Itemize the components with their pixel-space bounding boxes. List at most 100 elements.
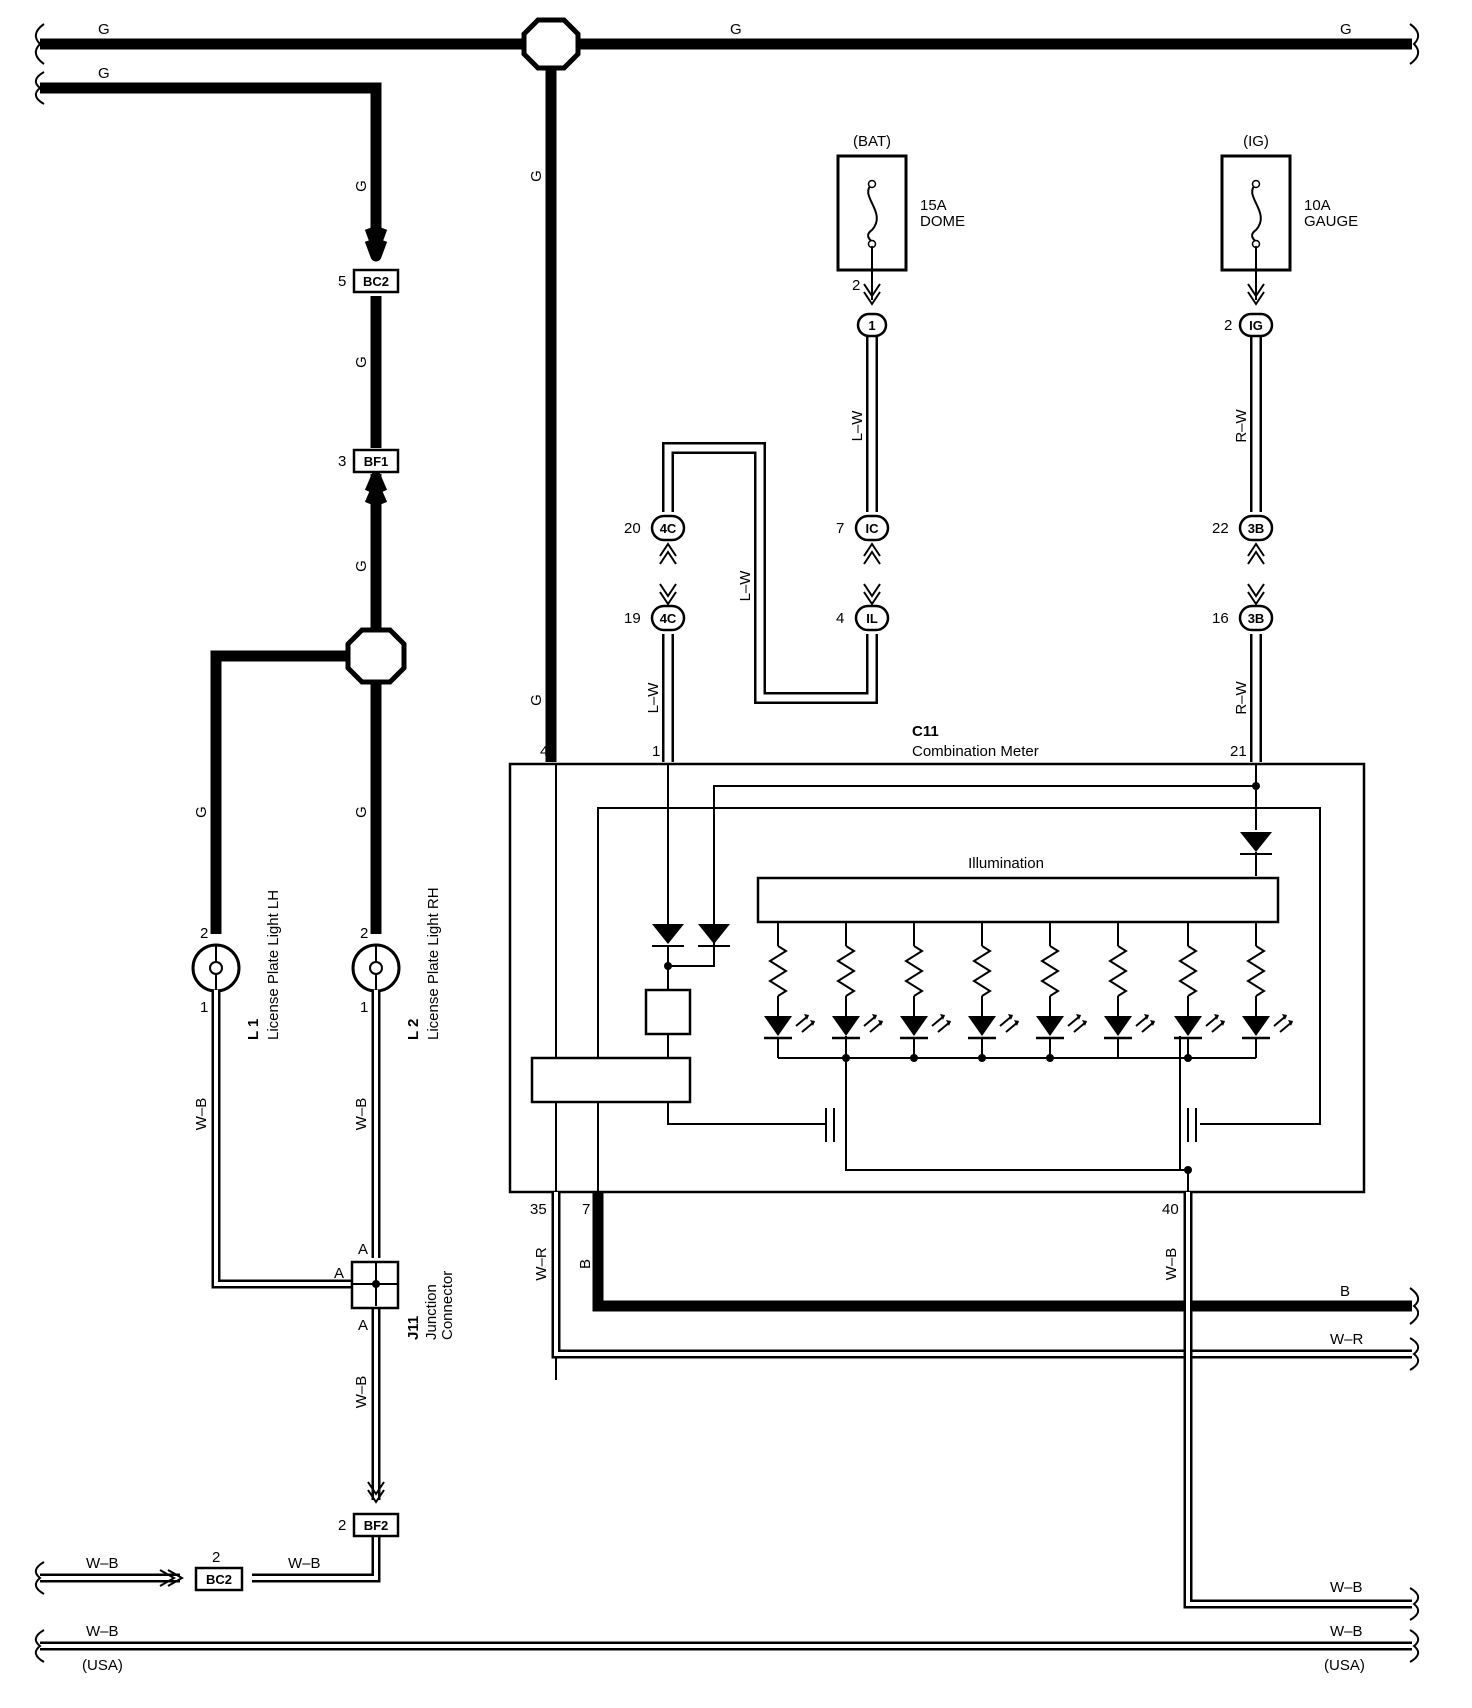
pin-a: A (358, 1317, 368, 1334)
junction-connector-j11 (350, 1260, 400, 1310)
led-strings (764, 922, 1293, 1062)
resistor-icon (972, 945, 992, 997)
illumination-label: Illumination (968, 855, 1044, 872)
wire-label-g: G (193, 806, 210, 818)
wire-label-g: G (353, 560, 370, 572)
led-string (1104, 922, 1155, 1058)
led-string (764, 922, 815, 1058)
bottom-wb-bus (34, 1629, 1420, 1663)
led-icon (1242, 1016, 1270, 1036)
led-icon (1036, 1016, 1064, 1036)
wire-label-wb: W–B (1330, 1623, 1363, 1640)
j11-code: J11 (405, 1316, 422, 1340)
ground-wb-wires (34, 990, 385, 1595)
splice-point-top (521, 17, 581, 71)
pin-2: 2 (212, 1549, 220, 1566)
led-string (1242, 922, 1293, 1058)
pin-2: 2 (200, 925, 208, 942)
led-string (1174, 922, 1225, 1058)
pin-1: 1 (652, 743, 660, 760)
connector-bf2: BF2 (352, 1512, 400, 1538)
fuse-dome (836, 154, 908, 272)
connector-3b-upper: 3B (1238, 514, 1274, 542)
combination-meter-c11 (508, 762, 1366, 1380)
pin-3: 3 (338, 453, 346, 470)
pin-7: 7 (836, 520, 844, 537)
fuse-dome-rating: 15A (920, 197, 947, 214)
pin-1: 1 (360, 999, 368, 1016)
fuse-gauge-rating: 10A (1304, 197, 1331, 214)
wire-label-g: G (353, 180, 370, 192)
wire-label-g: G (353, 356, 370, 368)
pin-4: 4 (836, 610, 844, 627)
wire-label-b: B (1340, 1283, 1350, 1300)
wire-label-wr: W–R (533, 1247, 550, 1281)
meter-output-wires (551, 1192, 1420, 1621)
svg-text:BC2: BC2 (206, 1572, 232, 1587)
pin-40: 40 (1162, 1201, 1179, 1218)
l2-name: License Plate Light RH (425, 887, 442, 1040)
pin-2: 2 (338, 1517, 346, 1534)
resistor-icon (1040, 945, 1060, 997)
connector-bf1: BF1 (352, 448, 400, 474)
connector-1: 1 (856, 312, 888, 338)
region-label: (USA) (82, 1657, 123, 1674)
pin-4: 4 (540, 743, 548, 760)
led-icon (1174, 1016, 1202, 1036)
fuse-gauge-source: (IG) (1243, 133, 1269, 150)
led-icon (968, 1016, 996, 1036)
svg-text:BF2: BF2 (364, 1518, 389, 1533)
wire-label-g: G (528, 694, 545, 706)
connector-4c-upper: 4C (650, 514, 686, 542)
pin-20: 20 (624, 520, 641, 537)
illumination-block (756, 876, 1280, 924)
connector-3b-lower: 3B (1238, 604, 1274, 632)
resistor-icon (768, 945, 788, 997)
light-ray-icon (999, 1015, 1019, 1033)
svg-text:1: 1 (868, 318, 875, 333)
license-plate-light-lh (191, 943, 241, 993)
wire-label-wb: W–B (288, 1555, 321, 1572)
wire-label-b: B (577, 1259, 594, 1269)
led-icon (764, 1016, 792, 1036)
pin-16: 16 (1212, 610, 1229, 627)
wire-label-wb: W–B (193, 1098, 210, 1131)
wire-label-rw: R–W (1233, 680, 1250, 714)
wire-label-wb: W–B (1330, 1579, 1363, 1596)
fuse-gauge (1220, 154, 1292, 272)
pin-5: 5 (338, 273, 346, 290)
fuse-dome-name: DOME (920, 213, 965, 230)
fuse-gauge-name: GAUGE (1304, 213, 1358, 230)
svg-text:BC2: BC2 (363, 274, 389, 289)
pin-22: 22 (1212, 520, 1229, 537)
pin-2: 2 (852, 277, 860, 294)
license-plate-light-rh (351, 943, 401, 993)
top-ground-bus (34, 17, 1420, 762)
light-ray-icon (863, 1015, 883, 1033)
wire-label-wr: W–R (1330, 1331, 1364, 1348)
led-icon (900, 1016, 928, 1036)
wire-label-wb: W–B (86, 1555, 119, 1572)
wire-label-lw: L–W (737, 570, 754, 602)
resistor-icon (836, 945, 856, 997)
connector-ic: IC (854, 514, 890, 542)
svg-text:IL: IL (866, 611, 878, 626)
wire-label-rw: R–W (1233, 408, 1250, 442)
j11-line1: Junction (423, 1284, 440, 1340)
wire-label-g: G (98, 65, 110, 82)
svg-text:3B: 3B (1248, 521, 1265, 536)
pin-a: A (334, 1265, 344, 1282)
light-ray-icon (1273, 1015, 1293, 1033)
light-ray-icon (795, 1015, 815, 1033)
light-ray-icon (1205, 1015, 1225, 1033)
connector-ig: IG (1238, 312, 1274, 338)
pin-2: 2 (360, 925, 368, 942)
junction-dot (910, 1054, 918, 1062)
svg-text:4C: 4C (660, 611, 677, 626)
wire-label-lw: L–W (645, 682, 662, 714)
license-light-feed (210, 226, 407, 934)
wire-label-lw: L–W (849, 410, 866, 442)
connector-bc2-lower: BC2 (194, 1566, 244, 1592)
svg-text:BF1: BF1 (364, 454, 389, 469)
junction-dot (1184, 1054, 1192, 1062)
